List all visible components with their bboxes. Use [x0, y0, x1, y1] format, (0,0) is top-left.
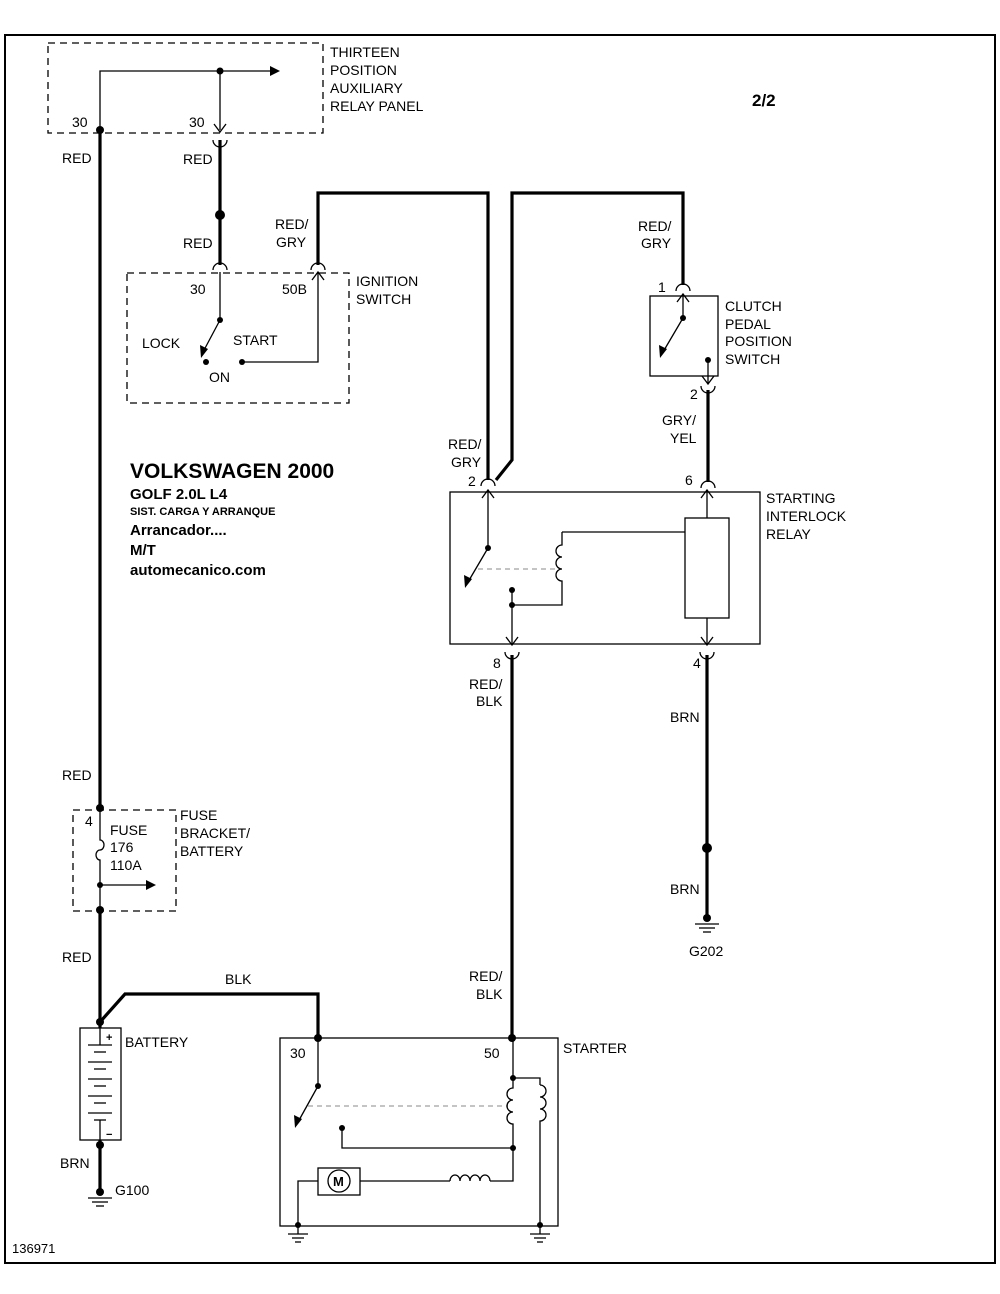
wire-label-red-gry-relay-2: GRY [451, 454, 482, 470]
relay-label-2: INTERLOCK [766, 508, 847, 524]
battery: BATTERY + − [79, 1027, 189, 1141]
ground-g202: G202 [689, 914, 723, 959]
wire-label-red-fuse-top: RED [62, 767, 92, 783]
relay-panel-label-1: THIRTEEN [330, 44, 400, 60]
switch-position-on: ON [209, 369, 230, 385]
wire-label-brn-battery: BRN [60, 1155, 90, 1171]
relay-label-1: STARTING [766, 490, 836, 506]
wire-label-red-gry-relay-1: RED/ [448, 436, 482, 452]
wire-label-red-blk-relay-2: BLK [476, 693, 503, 709]
battery-minus: − [106, 1129, 112, 1141]
wire-label-red-gry-clutch-1: RED/ [638, 218, 672, 234]
wire-label-red-main: RED [62, 150, 92, 166]
fuse-bracket-label-1: FUSE [180, 807, 217, 823]
fuse-bracket: FUSE BRACKET/ BATTERY FUSE 176 110A 4 [72, 807, 250, 912]
wire-label-red-blk-starter-2: BLK [476, 986, 503, 1002]
battery-label: BATTERY [125, 1034, 189, 1050]
wire-label-red-panel: RED [183, 151, 213, 167]
starter-terminal-30: 30 [290, 1045, 306, 1061]
ground-label-g202: G202 [689, 943, 723, 959]
clutch-label-2: PEDAL [725, 316, 771, 332]
relay-terminal-6: 6 [685, 472, 693, 488]
wire-label-red-gry-ign-1: RED/ [275, 216, 309, 232]
fuse-terminal-4: 4 [85, 813, 93, 829]
diagram-subtitle-model: GOLF 2.0L L4 [130, 486, 228, 503]
relay-panel-label-2: POSITION [330, 62, 397, 78]
page-label: 2/2 [752, 91, 776, 110]
diagram-subtitle-site: automecanico.com [130, 562, 266, 579]
ign-terminal-30: 30 [190, 281, 206, 297]
ignition-switch-label-1: IGNITION [356, 273, 418, 289]
fuse-bracket-label-2: BRACKET/ [180, 825, 250, 841]
wire-label-red-gry-clutch-2: GRY [641, 235, 672, 251]
switch-position-lock: LOCK [142, 335, 181, 351]
clutch-label-1: CLUTCH [725, 298, 782, 314]
ignition-switch: IGNITION SWITCH 30 50B LOCK START ON [126, 270, 418, 404]
fuse-bracket-label-3: BATTERY [180, 843, 244, 859]
wire-label-gry-yel-1: GRY/ [662, 412, 696, 428]
wire-label-red-gry-ign-2: GRY [276, 234, 307, 250]
wire-label-blk-battery: BLK [225, 971, 252, 987]
fuse-label-2: 176 [110, 839, 134, 855]
relay-panel-terminal-left: 30 [72, 114, 88, 130]
diagram-subtitle-component: Arrancador.... [130, 522, 227, 539]
wire-label-red-ign: RED [183, 235, 213, 251]
battery-plus: + [106, 1032, 112, 1044]
relay-label-3: RELAY [766, 526, 812, 542]
clutch-label-3: POSITION [725, 333, 792, 349]
fuse-label-1: FUSE [110, 822, 147, 838]
ground-starter-left [288, 1225, 308, 1243]
wire-label-red-fuse-bottom: RED [62, 949, 92, 965]
relay-panel-label-4: RELAY PANEL [330, 98, 424, 114]
page-border [4, 34, 996, 1264]
starter-terminal-50: 50 [484, 1045, 500, 1061]
starter-label: STARTER [563, 1040, 627, 1056]
wire-label-red-blk-relay-1: RED/ [469, 676, 503, 692]
ground-label-g100: G100 [115, 1182, 149, 1198]
motor-symbol: M [333, 1174, 344, 1189]
relay-panel-terminal-right: 30 [189, 114, 205, 130]
fuse-label-3: 110A [110, 857, 142, 873]
wire-label-brn-ground: BRN [670, 881, 700, 897]
ground-g100: G100 [88, 1182, 149, 1207]
wire-label-red-blk-starter-1: RED/ [469, 968, 503, 984]
relay-panel: THIRTEEN POSITION AUXILIARY RELAY PANEL … [47, 42, 424, 134]
diagram-title: VOLKSWAGEN 2000 [130, 460, 334, 483]
wire-label-gry-yel-2: YEL [670, 430, 697, 446]
wire-label-brn-relay: BRN [670, 709, 700, 725]
relay-terminal-4: 4 [693, 655, 701, 671]
ignition-switch-label-2: SWITCH [356, 291, 411, 307]
starting-interlock-relay: STARTING INTERLOCK RELAY 2 6 8 4 [449, 472, 847, 671]
clutch-terminal-2: 2 [690, 386, 698, 402]
diagram-subtitle-system: SIST. CARGA Y ARRANQUE [130, 506, 275, 518]
relay-terminal-8: 8 [493, 655, 501, 671]
diagram-subtitle-transmission: M/T [130, 542, 156, 559]
ign-terminal-50b: 50B [282, 281, 307, 297]
switch-position-start: START [233, 332, 278, 348]
relay-terminal-2: 2 [468, 473, 476, 489]
starter: STARTER 30 50 M [279, 1037, 627, 1228]
relay-panel-label-3: AUXILIARY [330, 80, 404, 96]
clutch-pedal-position-switch: CLUTCH PEDAL POSITION SWITCH 1 2 [649, 279, 792, 402]
figure-id: 136971 [12, 1241, 55, 1256]
ground-starter-right [530, 1225, 550, 1243]
clutch-label-4: SWITCH [725, 351, 780, 367]
clutch-terminal-1: 1 [658, 279, 666, 295]
